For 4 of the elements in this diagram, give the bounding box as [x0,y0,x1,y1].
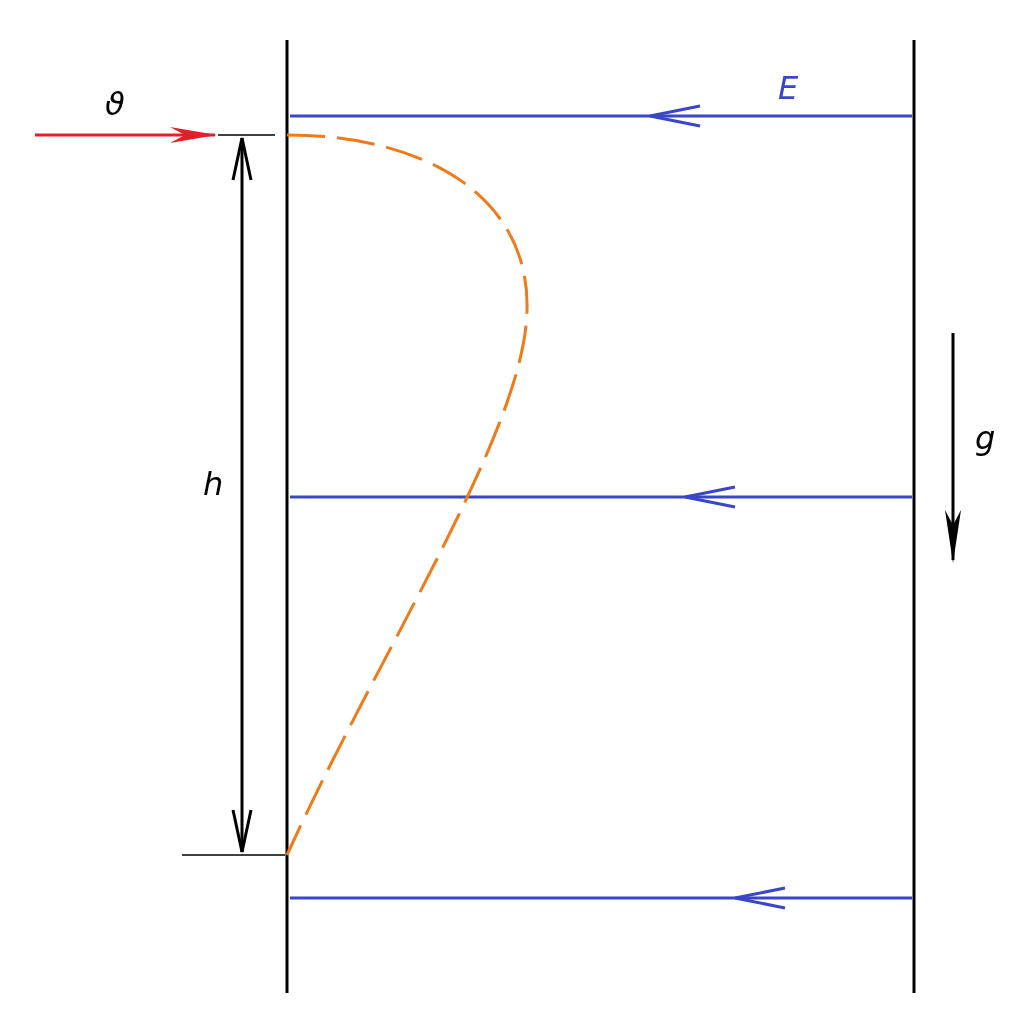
variable-label: ϑ [105,88,125,120]
variable-label: E [778,72,799,104]
variable-label: h [203,468,224,500]
variable-label: g [975,422,996,454]
